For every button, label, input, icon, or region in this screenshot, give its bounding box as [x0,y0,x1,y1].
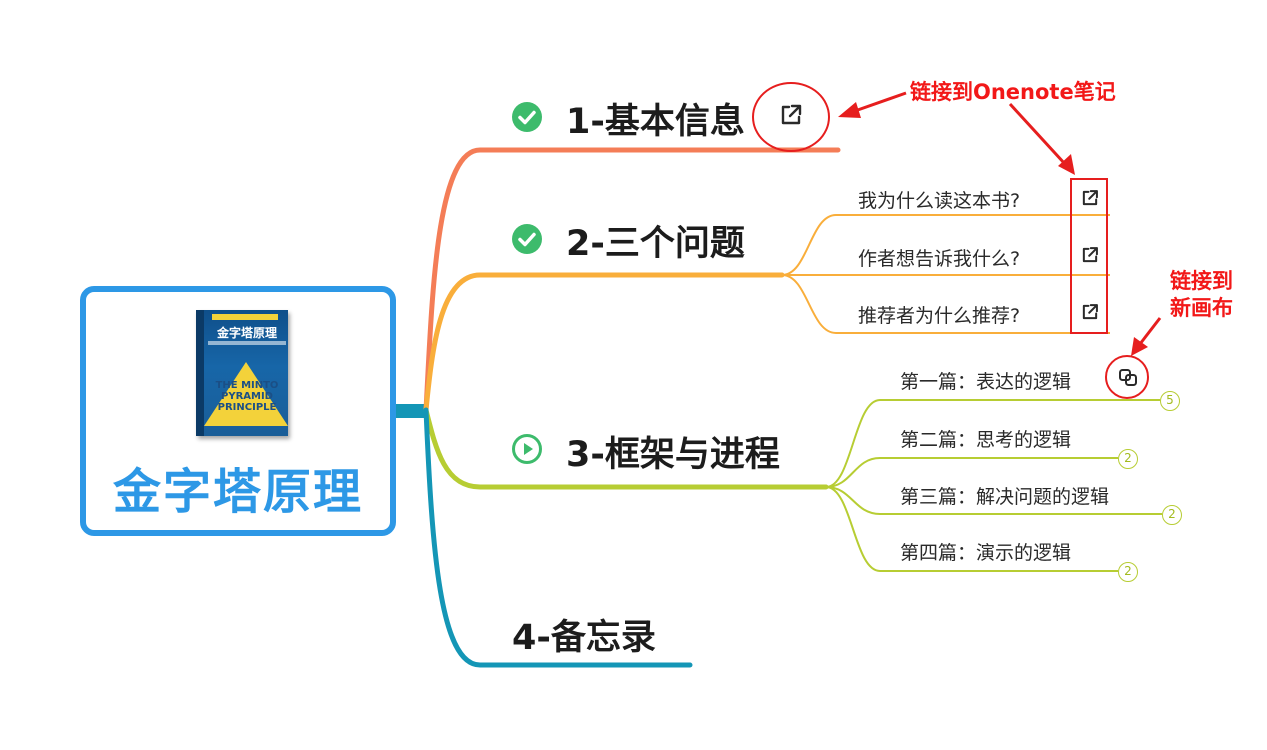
annotation-new-canvas-line1: 链接到 [1170,269,1233,293]
topic-basic-info[interactable]: 1-基本信息 [566,102,745,142]
sub-branch-3-1 [825,399,1160,488]
subtopic-part-4[interactable]: 第四篇：演示的逻辑 [900,542,1072,564]
root-connector [396,404,426,418]
subtopic-recommender-reason[interactable]: 推荐者为什么推荐? [858,305,1021,327]
book-cover-english: THE MINTO PYRAMID PRINCIPLE [215,380,279,413]
collapsed-count-badge[interactable]: 2 [1118,449,1138,469]
subtopic-author-message[interactable]: 作者想告诉我什么? [858,248,1021,270]
subtopic-part-1[interactable]: 第一篇：表达的逻辑 [900,371,1072,393]
branch-line-3 [423,407,829,490]
canvas-annotation-arrow [1131,317,1162,356]
topic-three-questions[interactable]: 2-三个问题 [566,224,745,264]
branch-line-4 [423,407,693,668]
topic-memo[interactable]: 4-备忘录 [512,618,656,658]
onenote-annotation-arrow-1 [838,91,907,118]
sub-branch-3-4 [825,486,1118,572]
check-circle-icon [512,224,542,254]
book-cover-image: 金字塔原理 THE MINTO PYRAMID PRINCIPLE [196,310,288,436]
play-circle-icon [512,434,542,464]
book-band [212,314,278,320]
canvas-link-highlight [1105,355,1149,399]
branch-line-1 [423,147,841,413]
external-link-icon[interactable] [1073,295,1107,329]
onenote-links-highlight [1070,178,1108,334]
sub-branch-2-1 [781,214,1110,276]
check-circle-icon [512,102,542,132]
collapsed-count-badge[interactable]: 5 [1160,391,1180,411]
branch-line-2 [423,272,785,413]
subtopic-part-3[interactable]: 第三篇：解决问题的逻辑 [900,486,1110,508]
root-title: 金字塔原理 [112,464,363,520]
collapsed-count-badge[interactable]: 2 [1118,562,1138,582]
book-cover-title: 金字塔原理 [216,326,277,340]
collapsed-count-badge[interactable]: 2 [1162,505,1182,525]
subtopic-why-read[interactable]: 我为什么读这本书? [858,190,1021,212]
onenote-annotation-arrow-2 [1008,102,1075,175]
topic-framework-progress[interactable]: 3-框架与进程 [566,435,780,475]
annotation-new-canvas-line2: 新画布 [1170,296,1233,320]
book-cover-pyramid [204,362,288,426]
book-cover-subtitle-bar [208,341,286,345]
book-spine [196,310,204,436]
root-topic[interactable]: 金字塔原理 THE MINTO PYRAMID PRINCIPLE 金字塔原理 [80,286,396,536]
external-link-icon[interactable] [1073,181,1107,215]
sub-branch-2-3 [781,274,1110,334]
subtopic-part-2[interactable]: 第二篇：思考的逻辑 [900,429,1072,451]
sub-branch-3-2 [825,457,1118,488]
annotation-onenote: 链接到Onenote笔记 [910,80,1116,104]
external-link-icon[interactable] [1073,238,1107,272]
annotation-new-canvas: 链接到 新画布 [1170,268,1233,322]
sub-branch-3-3 [825,486,1162,515]
onenote-link-highlight [752,82,830,152]
